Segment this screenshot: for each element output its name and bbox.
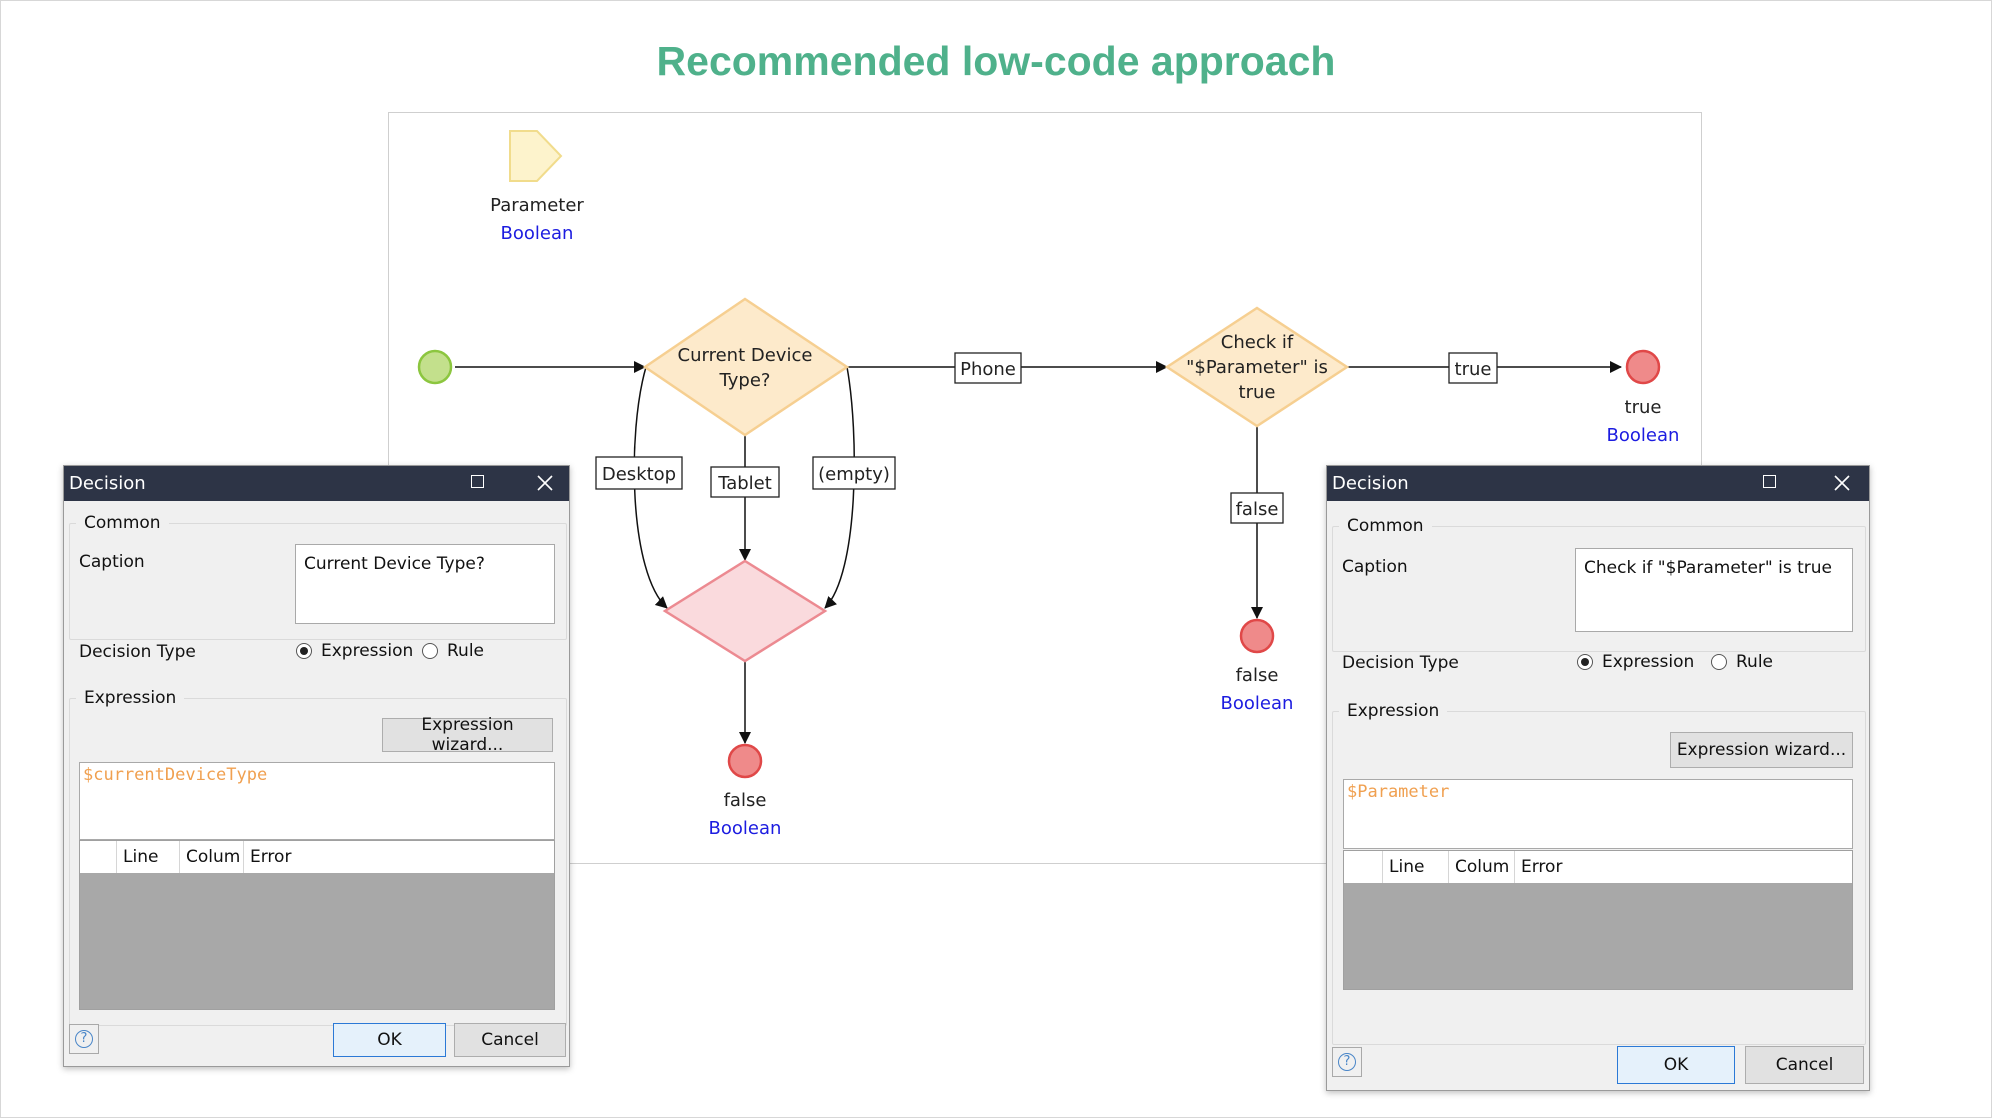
end-true-label: true [1625,397,1662,418]
col-column[interactable]: Colum [179,841,243,873]
radio-rule-label: Rule [1736,652,1774,672]
col-line[interactable]: Line [116,841,179,873]
help-button[interactable]: ? [69,1024,99,1054]
edge-label-phone[interactable]: Phone [954,352,1022,384]
parameter-label: Parameter [490,195,584,216]
expression-group [1332,711,1866,1045]
dialog-left-title: Decision [69,473,146,494]
decision-dialog-left: Decision Common Caption Current Device T… [63,465,570,1067]
end-event-false-bottom[interactable] [727,743,763,779]
col-error[interactable]: Error [243,841,556,873]
radio-rule-label: Rule [447,641,485,661]
decision2-caption-line1: Check if [1221,332,1294,353]
microflow-diagram: Parameter Boolean Current Device Type? C… [417,130,1680,839]
end-event-true[interactable] [1625,349,1661,385]
common-group-label: Common [1339,516,1432,536]
col-error[interactable]: Error [1514,851,1854,883]
radio-rule[interactable]: Rule [422,641,484,661]
decision1-caption-line2: Type? [719,370,771,391]
expression-group [69,698,567,1026]
col-line[interactable]: Line [1382,851,1448,883]
decision2-caption-line3: true [1239,382,1276,403]
radio-expression[interactable]: Expression [296,641,413,661]
error-list: Line Colum Error [1343,850,1853,990]
radio-expression-label: Expression [321,641,414,661]
ok-button[interactable]: OK [333,1023,446,1057]
edge-label-tablet-text: Tablet [717,473,772,494]
error-list-header: Line Colum Error [80,841,554,873]
common-group-label: Common [76,513,169,533]
help-button[interactable]: ? [1332,1047,1362,1077]
caption-input[interactable]: Current Device Type? [295,544,555,624]
cancel-button[interactable]: Cancel [454,1023,566,1057]
error-list-header: Line Colum Error [1344,851,1852,883]
radio-expression-label: Expression [1602,652,1695,672]
edge-label-false[interactable]: false [1230,492,1284,524]
decision2-caption-line2: "$Parameter" is [1186,357,1328,378]
caption-label: Caption [1342,557,1408,577]
decision-type-label: Decision Type [1342,653,1459,673]
radio-rule[interactable]: Rule [1711,652,1773,672]
expression-wizard-button[interactable]: Expression wizard... [1670,732,1853,768]
col-blank [1344,851,1382,883]
expression-editor[interactable]: $currentDeviceType [79,762,555,840]
page-title: Recommended low-code approach [656,38,1336,84]
decision-dialog-right: Decision Common Caption Check if "$Param… [1326,465,1870,1091]
decision-check-parameter[interactable] [1164,306,1350,428]
expression-group-label: Expression [1339,701,1448,721]
edge-label-true-text: true [1455,359,1492,380]
dialog-right-titlebar[interactable]: Decision [1327,466,1869,501]
edge-label-false-text: false [1236,499,1279,520]
caption-label: Caption [79,552,145,572]
radio-expression-indicator [296,643,312,659]
edge-label-tablet[interactable]: Tablet [710,466,780,498]
radio-expression-indicator [1577,654,1593,670]
edge-desktop [633,366,668,609]
decision-current-device-type[interactable] [642,297,850,437]
col-column[interactable]: Colum [1448,851,1514,883]
common-group [69,523,567,640]
cancel-button[interactable]: Cancel [1745,1046,1864,1084]
edge-label-phone-text: Phone [960,359,1016,380]
parameter-type: Boolean [501,223,574,244]
end-false-right-type: Boolean [1221,693,1294,714]
end-false-bottom-label: false [724,790,767,811]
edge-label-desktop[interactable]: Desktop [595,456,683,490]
common-group [1332,526,1866,652]
decision-type-label: Decision Type [79,642,196,662]
close-icon[interactable] [524,466,566,501]
end-event-false-right[interactable] [1239,618,1275,654]
expression-editor[interactable]: $Parameter [1343,779,1853,849]
close-icon[interactable] [1821,466,1863,501]
maximize-icon[interactable] [456,466,498,501]
edge-label-empty-text: (empty) [818,464,890,485]
radio-expression[interactable]: Expression [1577,652,1694,672]
ok-button[interactable]: OK [1617,1046,1735,1084]
end-false-right-label: false [1236,665,1279,686]
end-true-type: Boolean [1607,425,1680,446]
help-icon: ? [75,1030,93,1048]
decision1-caption-line1: Current Device [678,345,813,366]
caption-input[interactable]: Check if "$Parameter" is true [1575,548,1853,632]
radio-rule-indicator [422,643,438,659]
edge-label-empty[interactable]: (empty) [812,456,896,490]
maximize-icon[interactable] [1748,466,1790,501]
edge-label-true[interactable]: true [1448,352,1498,384]
start-event[interactable] [417,349,453,385]
dialog-right-title: Decision [1332,473,1409,494]
dialog-left-titlebar[interactable]: Decision [64,466,569,501]
end-false-bottom-type: Boolean [709,818,782,839]
expression-wizard-button[interactable]: Expression wizard... [382,715,553,755]
expression-group-label: Expression [76,688,185,708]
error-list: Line Colum Error [79,840,555,1010]
edge-label-desktop-text: Desktop [602,464,676,485]
col-blank [80,841,116,873]
merge-node[interactable] [662,559,828,663]
radio-rule-indicator [1711,654,1727,670]
edge-empty [824,366,856,609]
help-icon: ? [1338,1053,1356,1071]
parameter-shape[interactable] [509,130,563,182]
